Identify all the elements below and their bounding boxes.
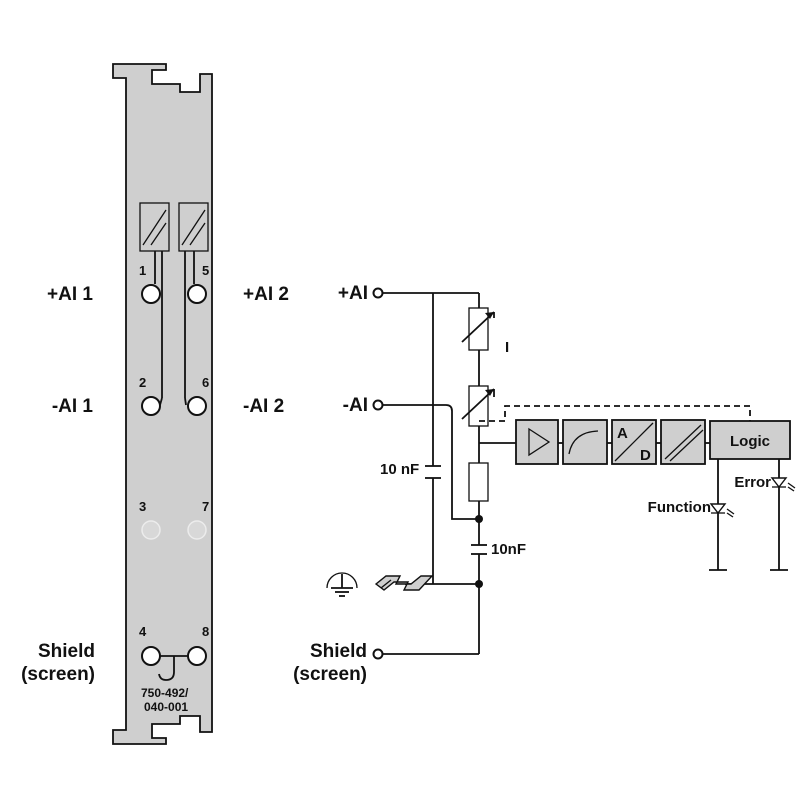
schematic: +AI -AI Shield (screen) 10 nF I [293, 283, 796, 685]
shunt-resistor [468, 462, 489, 502]
terminal-3-unused [141, 520, 161, 540]
junction-dot-1 [475, 515, 483, 523]
adc-label-a: A [617, 425, 628, 442]
label-ai2-plus: +AI 2 [243, 284, 289, 305]
terminal-number-7: 7 [202, 499, 209, 514]
schematic-terminal-ai-minus [372, 399, 384, 411]
terminal-number-1: 1 [139, 263, 146, 278]
label-cap-right: 10nF [491, 541, 526, 558]
shield-jumper [158, 655, 188, 681]
function-led-icon [709, 503, 735, 518]
schematic-shield-line2: (screen) [293, 664, 367, 685]
terminal-number-8: 8 [202, 624, 209, 639]
label-shield-line2: (screen) [21, 664, 95, 685]
module-outline [112, 63, 213, 745]
dashed-feedback-line [479, 405, 751, 422]
schematic-ai-plus: +AI [338, 283, 368, 304]
schematic-ai-minus: -AI [343, 395, 368, 416]
amplifier-block [515, 419, 559, 465]
terminal-7-unused [187, 520, 207, 540]
label-cap-left: 10 nF [380, 461, 419, 478]
terminal-5 [187, 284, 207, 304]
label-ai1-minus: -AI 1 [52, 396, 94, 417]
schematic-terminal-shield [372, 648, 384, 660]
schematic-terminal-ai-plus [372, 287, 384, 299]
terminal-8 [187, 646, 207, 666]
label-current: I [505, 339, 509, 356]
label-shield-line1: Shield [38, 641, 95, 662]
adc-label-d: D [640, 447, 651, 464]
label-ai2-minus: -AI 2 [243, 396, 284, 417]
terminal-2 [141, 396, 161, 416]
label-ai1-plus: +AI 1 [47, 284, 93, 305]
ground-icon [326, 572, 358, 597]
ptc-resistor [468, 385, 489, 427]
function-label: Function [648, 499, 711, 516]
terminal-number-3: 3 [139, 499, 146, 514]
din-rail-icon [374, 575, 434, 591]
part-number-line2: 040-001 [144, 700, 188, 714]
terminal-number-6: 6 [202, 375, 209, 390]
error-led-icon [770, 477, 796, 492]
current-sense-resistor [468, 307, 489, 351]
error-label: Error [734, 474, 771, 491]
filter-block [562, 419, 608, 465]
terminal-number-4: 4 [139, 624, 147, 639]
logic-label: Logic [730, 433, 770, 450]
part-number-line1: 750-492/ [141, 686, 189, 700]
terminal-6 [187, 396, 207, 416]
schematic-shield-line1: Shield [310, 641, 367, 662]
module-body [112, 63, 213, 745]
terminal-number-5: 5 [202, 263, 209, 278]
terminal-number-2: 2 [139, 375, 146, 390]
terminal-1 [141, 284, 161, 304]
terminal-4 [141, 646, 161, 666]
logic-block [709, 420, 791, 460]
